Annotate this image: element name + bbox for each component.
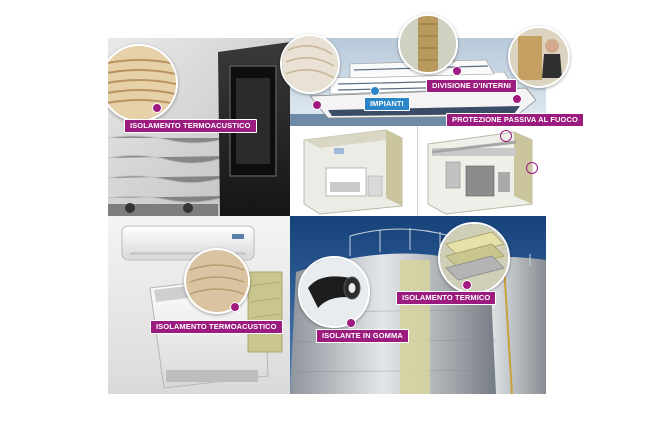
ship-wool-circle xyxy=(280,34,340,94)
marker-ring-top-icon xyxy=(500,130,512,142)
marker-ship-left-icon xyxy=(312,100,322,110)
label-divisione-interni: DIVISIONE D'INTERNI xyxy=(426,79,518,93)
label-isolamento-termoacustico-container: ISOLAMENTO TERMOACUSTICO xyxy=(124,119,257,133)
marker-ring-side-icon xyxy=(526,162,538,174)
machinery-cutaway-drawing xyxy=(427,131,533,215)
rubber-tube-circle xyxy=(298,256,370,328)
room-cutaway-panel xyxy=(290,126,417,216)
tank-panel-circle xyxy=(438,222,510,294)
marker-termico-icon xyxy=(462,280,472,290)
label-protezione-passiva: PROTEZIONE PASSIVA AL FUOCO xyxy=(446,113,584,127)
marker-container-icon xyxy=(152,103,162,113)
marker-gomma-icon xyxy=(346,318,356,328)
marker-protezione-icon xyxy=(512,94,522,104)
label-isolamento-termico: ISOLAMENTO TERMICO xyxy=(396,291,497,305)
panel-divider xyxy=(417,126,418,216)
label-isolamento-termoacustico-ac: ISOLAMENTO TERMOACUSTICO xyxy=(150,320,283,334)
wool-sample-circle xyxy=(108,44,178,122)
interior-panel-circle xyxy=(398,14,458,74)
label-impianti: IMPIANTI xyxy=(364,97,410,111)
marker-divisione-icon xyxy=(452,66,462,76)
ac-felt-circle xyxy=(184,248,250,314)
label-isolante-in-gomma: ISOLANTE IN GOMMA xyxy=(316,329,409,343)
marker-ac-icon xyxy=(230,302,240,312)
machinery-cutaway-panel xyxy=(418,126,546,216)
room-cutaway-drawing xyxy=(303,129,403,215)
worker-circle xyxy=(508,26,570,88)
marker-impianti-icon xyxy=(370,86,380,96)
